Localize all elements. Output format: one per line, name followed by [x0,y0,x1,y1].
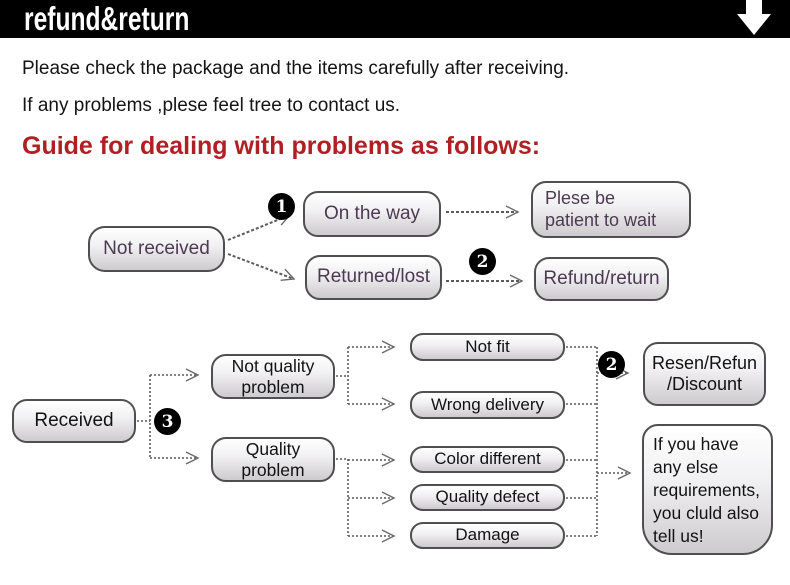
down-arrow-icon [737,0,771,35]
node-not-fit: Not fit [410,333,565,361]
badge-2: 2 [469,248,496,275]
badge-2b: 2 [598,351,625,378]
intro-line-1: Please check the package and the items c… [22,58,570,79]
guide-heading: Guide for dealing with problems as follo… [22,132,541,160]
node-returned-lost: Returned/lost [305,255,442,300]
node-not-quality-problem: Not quality problem [211,354,335,399]
node-resend-refund-discount: Resen/Refun /Discount [643,342,766,406]
badge-3: 3 [154,408,181,435]
node-please-be-patient: Plese be patient to wait [531,181,691,238]
node-quality-problem: Quality problem [211,437,335,482]
badge-1: 1 [268,193,295,220]
page-title: refund&return [24,1,190,38]
node-on-the-way: On the way [303,191,441,237]
node-received: Received [12,399,136,443]
node-quality-defect: Quality defect [410,484,565,511]
node-not-received: Not received [88,226,225,272]
intro-line-2: If any problems ,plese feel tree to cont… [22,95,401,116]
node-requirements-note: If you have any else requirements, you c… [642,424,773,555]
node-refund-return: Refund/return [534,257,669,301]
node-color-different: Color different [410,446,565,473]
node-damage: Damage [410,522,565,549]
title-banner: refund&return [0,0,790,38]
node-wrong-delivery: Wrong delivery [410,391,565,419]
